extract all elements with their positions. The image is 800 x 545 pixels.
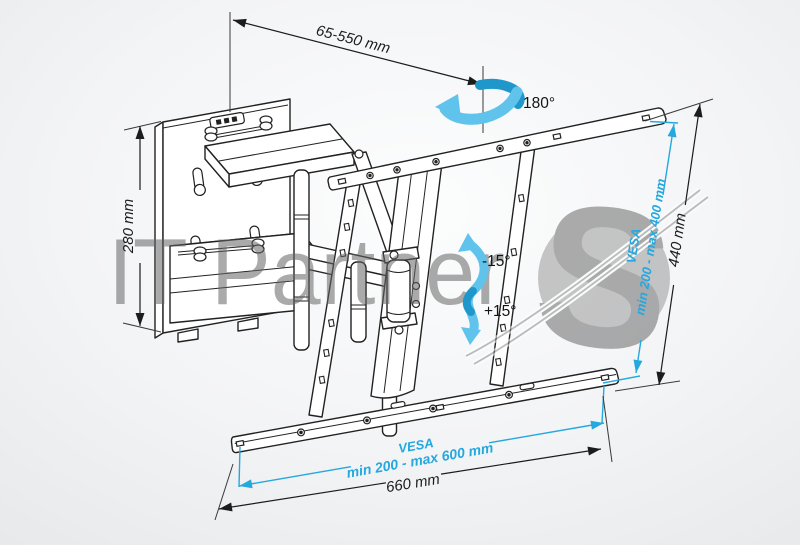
arm-bolt bbox=[193, 238, 265, 262]
vent-slot bbox=[209, 111, 245, 129]
support-posts bbox=[293, 169, 367, 351]
tilt-down-label: +15° bbox=[484, 303, 517, 320]
rotation-arrow-icon bbox=[435, 78, 525, 125]
watermark-text: IT Partner bbox=[108, 219, 505, 324]
plate-height-label: 280 mm bbox=[120, 199, 137, 254]
tilt-arrow-icon bbox=[458, 233, 489, 345]
swivel-annotation: 180° bbox=[435, 78, 555, 125]
watermark-swoosh bbox=[465, 189, 701, 357]
arm-bolt bbox=[204, 115, 273, 142]
swivel-angle-label: 180° bbox=[523, 95, 555, 112]
bottom-rail-holes bbox=[235, 374, 610, 447]
wall-mount-drawing bbox=[154, 98, 667, 454]
vesa-vertical-label: VESA bbox=[623, 227, 643, 264]
bottom-rail bbox=[230, 367, 620, 454]
top-rail bbox=[327, 107, 667, 191]
watermark-swoosh bbox=[473, 196, 709, 365]
tilt-annotation: -15° +15° bbox=[458, 233, 517, 345]
vesa-horizontal-label: VESA bbox=[397, 435, 434, 456]
top-rail-holes bbox=[337, 114, 651, 185]
pivot-hinge bbox=[380, 246, 421, 335]
dim-plate-height: 280 mm bbox=[120, 121, 162, 333]
tilt-up-label: -15° bbox=[482, 253, 511, 270]
watermark: S IT Partner bbox=[108, 159, 710, 397]
